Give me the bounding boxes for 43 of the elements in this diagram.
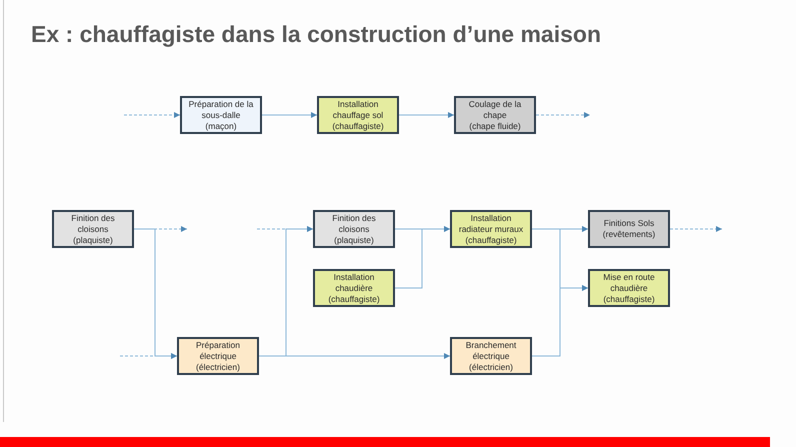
arrow: [394, 226, 450, 288]
task-label: Installation chauffage sol: [332, 98, 384, 120]
task-box: [313, 269, 395, 307]
worker-label: (chape fluide): [469, 120, 521, 132]
worker-label: (revêtements): [602, 229, 656, 240]
task-label: Finitions Sols: [604, 218, 654, 229]
task-box: [588, 269, 670, 307]
worker-label: (chauffagiste): [332, 120, 384, 132]
worker-label: (chauffagiste): [603, 294, 655, 304]
dashed-arrow: [124, 112, 180, 118]
arrow: [532, 285, 588, 356]
task-box: [454, 96, 536, 134]
worker-label: (électricien): [196, 362, 240, 372]
task-box: [450, 210, 532, 248]
dashed-arrow: [120, 353, 178, 359]
arrow: [262, 112, 318, 118]
task-label: Préparation de la sous-dalle: [188, 98, 254, 120]
task-box: [317, 96, 399, 134]
dashed-arrow: [536, 112, 590, 118]
worker-label: (électricien): [469, 362, 513, 372]
task-label: Préparation électrique: [195, 340, 241, 362]
task-label: Coulage de la chape: [468, 98, 522, 120]
dashed-arrow: [670, 226, 722, 232]
task-box: [450, 337, 532, 375]
task-label: Installation chaudière: [332, 272, 376, 294]
worker-label: (plaquiste): [73, 234, 113, 246]
task-box: [180, 96, 262, 134]
task-box: [177, 337, 259, 375]
task-label: Installation radiateur muraux: [458, 212, 524, 234]
task-label: Finition des cloisons: [331, 212, 377, 234]
task-box: [588, 210, 670, 248]
task-box: [52, 210, 134, 248]
worker-label: (maçon): [205, 120, 237, 132]
worker-label: (plaquiste): [334, 234, 374, 246]
task-label: Branchement électrique: [464, 340, 518, 362]
task-label: Mise en route chaudière: [602, 272, 656, 294]
task-box: [313, 210, 395, 248]
task-label: Finition des cloisons: [70, 212, 116, 234]
arrow: [258, 353, 450, 359]
arrow: [398, 112, 454, 118]
slide-title: Ex : chauffagiste dans la construction d’une maison: [31, 20, 601, 49]
worker-label: (chauffagiste): [328, 294, 380, 304]
worker-label: (chauffagiste): [465, 234, 517, 246]
